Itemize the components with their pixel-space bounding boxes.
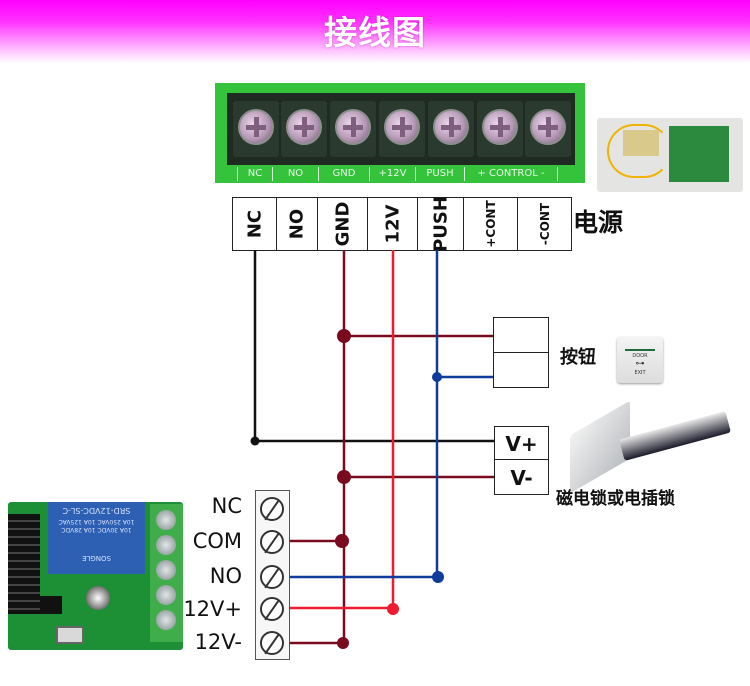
page-title: 接线图 (324, 13, 426, 52)
strip-screw (260, 497, 284, 521)
terminal-12v: 12V (368, 198, 418, 250)
psu-board (669, 126, 729, 182)
receiver-module-photo: SRD-12VDC-SL-C 10A 250VAC 10A 125VAC 10A… (8, 502, 183, 650)
module-learn-button (56, 626, 84, 644)
terminal-block (227, 93, 575, 165)
terminal-screw (525, 101, 571, 157)
strip-screw (260, 631, 284, 655)
receiver-label-com: COM (192, 529, 242, 553)
module-terminal-block (150, 504, 183, 642)
strip-screw (260, 565, 284, 589)
pcb-label: + CONTROL - (464, 167, 558, 181)
receiver-label-no: NO (209, 564, 242, 588)
junction-gnd (337, 637, 349, 649)
terminal-no: NO (277, 198, 318, 250)
junction-push (432, 372, 442, 382)
antenna-coil (8, 514, 40, 614)
junction-gnd (335, 534, 349, 548)
lock-label: 磁电锁或电插锁 (556, 489, 675, 509)
module-ic (40, 596, 62, 614)
strip-screw (260, 597, 284, 621)
key-icon: ⊶ (635, 359, 645, 369)
power-terminal-table: NC NO GND 12V PUSH +CONT -CONT (232, 196, 572, 252)
relay: SRD-12VDC-SL-C 10A 250VAC 10A 125VAC 10A… (48, 502, 145, 574)
pcb-label: NC (237, 167, 272, 181)
psu-wire (607, 124, 671, 178)
pcb-label: PUSH (415, 167, 464, 181)
power-supply-label: 电源 (573, 208, 624, 237)
junction-gnd (337, 470, 351, 484)
power-supply-unit-photo (597, 118, 743, 192)
terminal-screw (379, 101, 425, 157)
junction-nc (250, 436, 260, 446)
terminal-gnd: GND (318, 198, 368, 250)
lock-terminal-vminus: V- (494, 459, 549, 495)
exit-button-exit-text: EXIT (634, 370, 646, 376)
junction-12v (387, 603, 399, 615)
terminal-screw (330, 101, 376, 157)
module-capacitor (86, 586, 110, 610)
power-supply-terminal-photo: NC NO GND +12V PUSH + CONTROL - (215, 83, 585, 183)
terminal-screw (428, 101, 474, 157)
terminal-nc: NC (233, 198, 277, 250)
lock-terminal-vplus: V+ (494, 426, 549, 460)
wire-push (284, 250, 439, 579)
wire-nc (253, 250, 495, 443)
receiver-terminal-strip (255, 490, 290, 660)
button-terminal-top (493, 317, 549, 353)
receiver-label-12v-plus: 12V+ (183, 597, 242, 621)
pcb-label: GND (318, 167, 369, 181)
junction-gnd (337, 329, 351, 343)
terminal-screw (233, 101, 279, 157)
strip-screw (260, 530, 284, 554)
pcb-label: NO (272, 167, 318, 181)
header-banner: 接线图 (0, 0, 750, 63)
receiver-label-nc: NC (211, 494, 242, 518)
exit-button-photo: DOOR ⊶ EXIT (617, 337, 663, 383)
exit-button-bar (625, 349, 655, 351)
wire-12v (284, 250, 395, 610)
terminal-plus-cont: +CONT (464, 198, 518, 250)
button-terminal-bottom (493, 352, 549, 388)
exit-button-door-text: DOOR (632, 353, 648, 359)
pcb-label: +12V (369, 167, 415, 181)
button-label: 按钮 (560, 347, 596, 368)
terminal-screw (477, 101, 523, 157)
terminal-push: PUSH (418, 196, 464, 252)
pcb-label-row: NC NO GND +12V PUSH + CONTROL - (237, 167, 558, 181)
receiver-label-12v-minus: 12V- (194, 630, 242, 654)
psu-transformer (623, 130, 659, 156)
junction-push (432, 571, 444, 583)
terminal-screw (281, 101, 327, 157)
